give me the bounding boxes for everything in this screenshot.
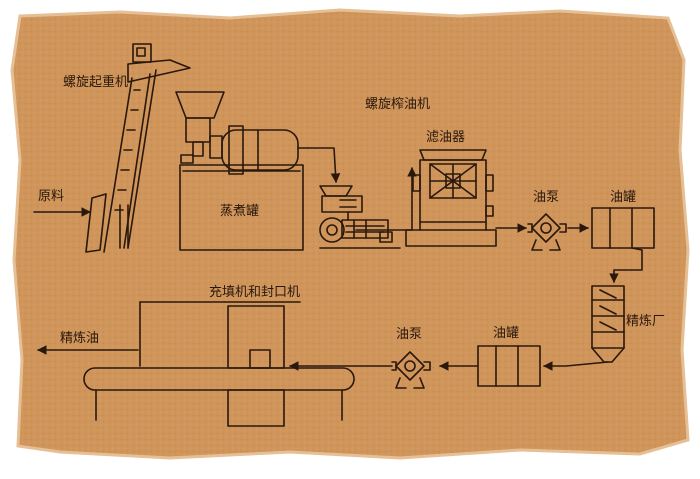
screw-elevator <box>85 43 191 253</box>
label-filling-sealing: 充填机和封口机 <box>209 285 301 300</box>
label-refinery: 精炼厂 <box>626 314 666 329</box>
screw-press <box>319 185 401 249</box>
pipe-refinery-to-tank2 <box>543 361 609 371</box>
label-oil-pump-1: 油泵 <box>533 190 560 205</box>
label-oil-tank-2: 油罐 <box>493 326 520 341</box>
label-oil-tank-1: 油罐 <box>610 190 637 205</box>
oil-filter <box>405 149 497 247</box>
oil-pump-1 <box>527 213 567 251</box>
label-raw-material: 原料 <box>38 189 65 204</box>
label-screw-elevator: 螺旋起重机 <box>63 75 129 90</box>
label-refined-oil: 精炼油 <box>60 331 100 346</box>
oil-pump-2 <box>391 351 431 389</box>
pipe-tank1-to-refinery <box>609 247 643 283</box>
oil-tank-1 <box>591 207 655 249</box>
label-oil-pump-2: 油泵 <box>396 327 423 342</box>
label-oil-filter: 滤油器 <box>426 130 466 145</box>
filling-sealing-machine <box>83 301 355 427</box>
steam-cooker <box>175 91 309 251</box>
label-screw-press: 螺旋榨油机 <box>365 97 431 112</box>
pipe-cooker-to-press <box>307 147 341 183</box>
label-steam-cooker: 蒸煮罐 <box>220 204 260 219</box>
